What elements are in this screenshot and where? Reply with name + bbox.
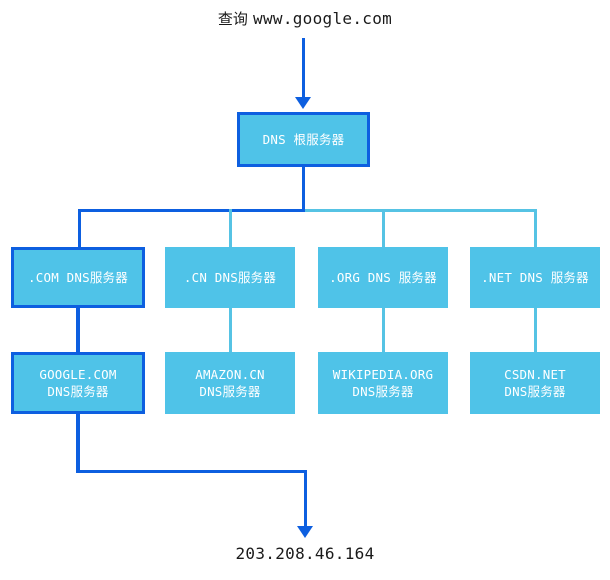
answer-path-down-right bbox=[304, 470, 307, 528]
resolved-ip-caption: 203.208.46.164 bbox=[0, 544, 610, 563]
query-url-text: www.google.com bbox=[253, 9, 393, 28]
node-auth-amazon-cn[interactable]: AMAZON.CN DNS服务器 bbox=[165, 352, 295, 414]
node-tld-com[interactable]: .COM DNS服务器 bbox=[11, 247, 145, 308]
answer-path-horizontal bbox=[76, 470, 307, 473]
node-auth-amazon-cn-line2: DNS服务器 bbox=[199, 384, 261, 399]
bus-drop-net bbox=[534, 209, 537, 249]
query-arrow-head bbox=[295, 97, 311, 109]
node-tld-cn[interactable]: .CN DNS服务器 bbox=[165, 247, 295, 308]
node-auth-wikipedia-org-line2: DNS服务器 bbox=[352, 384, 414, 399]
query-caption: 查询 www.google.com bbox=[0, 8, 610, 29]
node-tld-org[interactable]: .ORG DNS 服务器 bbox=[318, 247, 448, 308]
connector-net-to-csdn bbox=[534, 308, 537, 353]
node-tld-net-label: .NET DNS 服务器 bbox=[481, 270, 589, 285]
node-dns-root[interactable]: DNS 根服务器 bbox=[237, 112, 370, 167]
node-auth-google-com[interactable]: GOOGLE.COM DNS服务器 bbox=[11, 352, 145, 414]
connector-org-to-wikipedia bbox=[382, 308, 385, 353]
query-arrow-shaft bbox=[302, 38, 305, 100]
node-auth-wikipedia-org-line1: WIKIPEDIA.ORG bbox=[332, 367, 434, 382]
answer-arrow-head bbox=[297, 526, 313, 538]
node-auth-csdn-net[interactable]: CSDN.NET DNS服务器 bbox=[470, 352, 600, 414]
query-prefix-text: 查询 bbox=[217, 10, 248, 28]
node-tld-net[interactable]: .NET DNS 服务器 bbox=[470, 247, 600, 308]
node-auth-amazon-cn-line1: AMAZON.CN bbox=[195, 367, 265, 382]
node-auth-csdn-net-line2: DNS服务器 bbox=[504, 384, 566, 399]
bus-segment-highlighted bbox=[78, 209, 305, 212]
connector-com-to-google bbox=[76, 306, 80, 354]
bus-drop-org bbox=[382, 209, 385, 249]
node-auth-google-com-line1: GOOGLE.COM bbox=[39, 367, 117, 382]
node-auth-csdn-net-line1: CSDN.NET bbox=[504, 367, 566, 382]
bus-drop-com bbox=[78, 209, 81, 249]
bus-segment-normal bbox=[305, 209, 537, 212]
node-tld-com-label: .COM DNS服务器 bbox=[28, 270, 128, 285]
resolved-ip-text: 203.208.46.164 bbox=[235, 544, 375, 563]
node-auth-wikipedia-org[interactable]: WIKIPEDIA.ORG DNS服务器 bbox=[318, 352, 448, 414]
node-tld-org-label: .ORG DNS 服务器 bbox=[329, 270, 437, 285]
answer-path-down-left bbox=[76, 414, 80, 473]
node-tld-cn-label: .CN DNS服务器 bbox=[183, 270, 277, 285]
connector-cn-to-amazon bbox=[229, 308, 232, 353]
root-to-bus-stub bbox=[302, 167, 305, 212]
node-auth-google-com-line2: DNS服务器 bbox=[47, 384, 109, 399]
node-dns-root-label: DNS 根服务器 bbox=[262, 132, 345, 147]
bus-drop-cn bbox=[229, 209, 232, 249]
